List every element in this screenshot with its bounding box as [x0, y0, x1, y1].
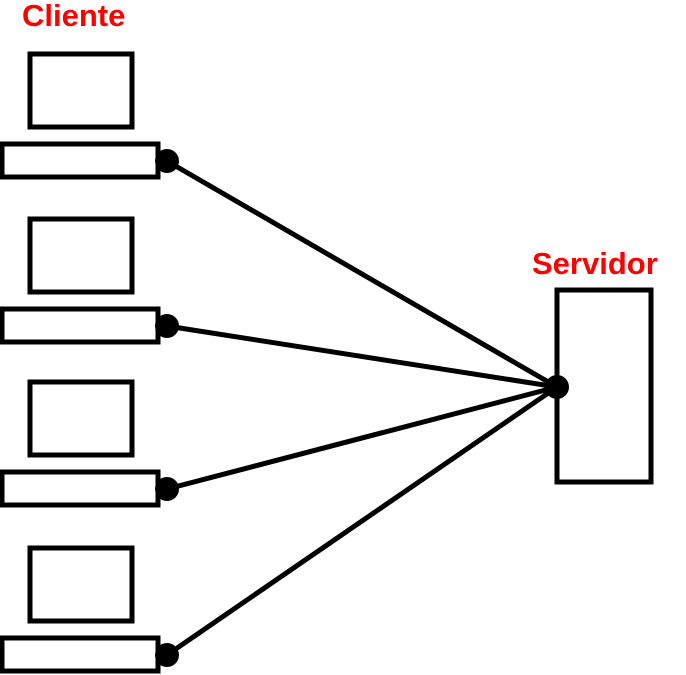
server-label: Servidor [532, 246, 658, 281]
client-computer-3 [0, 379, 179, 508]
connection-lines [165, 158, 559, 658]
client-port-2 [155, 314, 179, 338]
client-port-3 [155, 477, 179, 501]
client-port-1 [155, 149, 179, 173]
client-label: Cliente [22, 0, 126, 33]
client-keyboard-4 [0, 635, 161, 674]
client-computer-4 [0, 545, 179, 674]
connection-line-4 [165, 384, 559, 658]
client-monitor-1 [27, 51, 135, 130]
server-port [545, 375, 569, 399]
connection-line-3 [166, 384, 558, 492]
client-monitor-4 [27, 545, 135, 624]
connection-line-2 [166, 323, 558, 390]
server-box [554, 287, 654, 485]
client-computer-1 [0, 51, 179, 180]
client-monitor-3 [27, 379, 135, 458]
client-computer-2 [0, 216, 179, 345]
client-port-4 [155, 643, 179, 667]
client-monitor-2 [27, 216, 135, 295]
connection-line-1 [165, 158, 559, 390]
client-keyboard-3 [0, 469, 161, 508]
client-keyboard-1 [0, 141, 161, 180]
client-keyboard-2 [0, 306, 161, 345]
server-computer [545, 287, 654, 485]
